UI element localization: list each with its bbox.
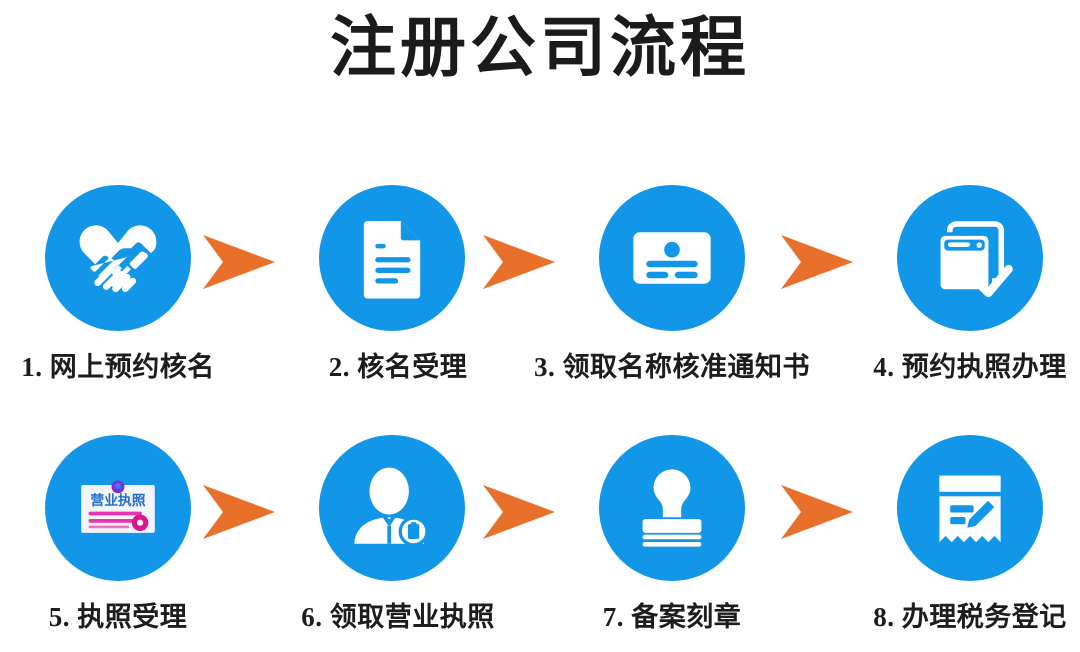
invoice-pencil-icon <box>897 435 1043 581</box>
flow-arrow-5 <box>481 483 557 541</box>
flow-arrow-6 <box>779 483 855 541</box>
step-badge-8[interactable] <box>897 435 1043 581</box>
flow-arrow-2 <box>481 233 557 291</box>
step-badge-7[interactable] <box>599 435 745 581</box>
step-badge-6[interactable] <box>319 435 465 581</box>
flow-row-1: 1. 网上预约核名 2. 核名受理 3. 领取名称核准通知书 4. 预约执照办理 <box>0 185 1080 395</box>
step-label-4: 4. 预约执照办理 <box>873 352 1067 382</box>
svg-text:营业执照: 营业执照 <box>90 492 145 508</box>
flow-row-2: 营业执照 <box>0 435 1080 645</box>
flow-arrow-4 <box>201 483 277 541</box>
person-with-document-icon <box>319 435 465 581</box>
stacked-cards-check-icon <box>897 185 1043 331</box>
step-label-1: 1. 网上预约核名 <box>21 352 215 382</box>
document-lines-icon <box>319 185 465 331</box>
id-card-icon <box>599 185 745 331</box>
rubber-stamp-icon <box>599 435 745 581</box>
step-label-6: 6. 领取营业执照 <box>301 602 495 632</box>
step-label-8: 8. 办理税务登记 <box>873 602 1067 632</box>
step-badge-4[interactable] <box>897 185 1043 331</box>
business-license-certificate-icon: 营业执照 <box>45 435 191 581</box>
step-label-5: 5. 执照受理 <box>48 602 188 632</box>
page-title: 注册公司流程 <box>330 12 750 85</box>
flow-arrow-1 <box>201 233 277 291</box>
flow-arrow-3 <box>779 233 855 291</box>
step-badge-3[interactable] <box>599 185 745 331</box>
step-badge-1[interactable] <box>45 185 191 331</box>
step-label-7: 7. 备案刻章 <box>602 602 742 632</box>
step-label-2: 2. 核名受理 <box>328 352 468 382</box>
step-label-3: 3. 领取名称核准通知书 <box>534 352 810 382</box>
handshake-heart-icon <box>45 185 191 331</box>
step-badge-5[interactable]: 营业执照 <box>45 435 191 581</box>
step-badge-2[interactable] <box>319 185 465 331</box>
